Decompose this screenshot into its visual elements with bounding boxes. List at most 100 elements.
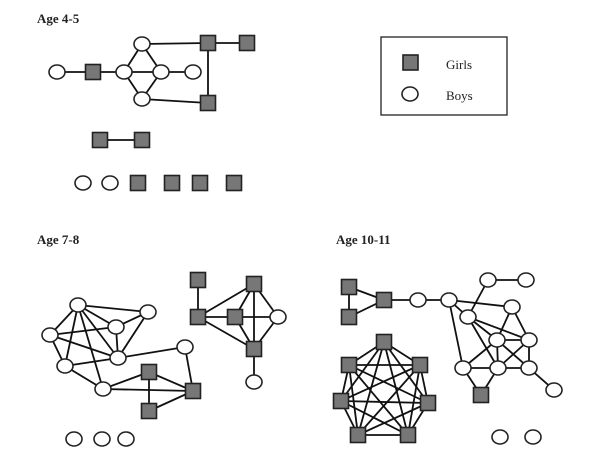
girl-node bbox=[91, 131, 109, 149]
boy-node bbox=[41, 327, 59, 343]
friendship-edge bbox=[77, 304, 149, 313]
friendship-edge bbox=[448, 299, 513, 308]
friendship-edge bbox=[348, 364, 409, 436]
friendship-edge bbox=[407, 364, 421, 436]
legend: Girls Boys bbox=[380, 36, 508, 116]
nodes-layer bbox=[41, 34, 563, 447]
panel-title-age-10-11: Age 10-11 bbox=[336, 232, 391, 247]
panel-title-age-7-8: Age 7-8 bbox=[37, 232, 80, 247]
friendship-edge bbox=[357, 402, 429, 436]
girl-node bbox=[332, 392, 350, 410]
boy-node bbox=[520, 332, 538, 348]
girl-node bbox=[163, 174, 181, 192]
girl-node bbox=[419, 394, 437, 412]
legend-boys-label: Boys bbox=[446, 88, 473, 103]
boy-node bbox=[440, 292, 458, 308]
girl-node bbox=[225, 174, 243, 192]
boy-node bbox=[65, 431, 83, 447]
boy-node bbox=[115, 64, 133, 80]
girl-node bbox=[340, 278, 358, 296]
friendship-edge bbox=[467, 316, 499, 369]
boy-node bbox=[520, 360, 538, 376]
girl-node bbox=[245, 275, 263, 293]
friendship-edge bbox=[64, 304, 79, 367]
boy-node bbox=[503, 299, 521, 315]
boy-node bbox=[101, 175, 119, 191]
girl-node bbox=[375, 291, 393, 309]
friendship-edge bbox=[77, 304, 119, 359]
boy-node bbox=[93, 431, 111, 447]
friendship-edge bbox=[197, 316, 255, 350]
friendship-edge bbox=[49, 334, 119, 359]
boy-node bbox=[176, 339, 194, 355]
boy-node bbox=[74, 175, 92, 191]
girl-node bbox=[238, 34, 256, 52]
boy-node bbox=[109, 350, 127, 366]
girl-node bbox=[129, 174, 147, 192]
boy-node bbox=[545, 382, 563, 398]
friendship-edge bbox=[383, 341, 429, 404]
girl-node bbox=[375, 333, 393, 351]
girl-node bbox=[340, 356, 358, 374]
friendship-edge bbox=[77, 304, 104, 390]
boy-node bbox=[479, 272, 497, 288]
boy-node bbox=[56, 358, 74, 374]
friendship-edge bbox=[467, 316, 530, 341]
friendship-edge bbox=[64, 357, 119, 367]
friendship-edge bbox=[141, 98, 209, 104]
boy-node bbox=[491, 429, 509, 445]
friendship-edge bbox=[141, 42, 209, 45]
boy-node bbox=[454, 360, 472, 376]
boy-node bbox=[139, 304, 157, 320]
boy-node bbox=[184, 64, 202, 80]
girl-node bbox=[189, 308, 207, 326]
friendship-edge bbox=[357, 341, 385, 436]
boy-node bbox=[107, 319, 125, 335]
friendship-edge bbox=[348, 364, 359, 436]
friendship-edge bbox=[357, 364, 421, 436]
girl-node bbox=[472, 386, 490, 404]
boy-node bbox=[133, 36, 151, 52]
boy-node bbox=[117, 431, 135, 447]
boy-node bbox=[409, 292, 427, 308]
girl-node bbox=[226, 308, 244, 326]
friendship-edge bbox=[340, 400, 409, 436]
boy-node bbox=[269, 309, 287, 325]
friendship-edge bbox=[448, 299, 464, 369]
boy-node bbox=[245, 374, 263, 390]
friendship-edge bbox=[117, 311, 149, 359]
boy-node bbox=[489, 360, 507, 376]
girl-node bbox=[199, 94, 217, 112]
girl-node bbox=[349, 426, 367, 444]
boy-node bbox=[94, 381, 112, 397]
friendship-edge bbox=[340, 400, 429, 404]
girl-node bbox=[411, 356, 429, 374]
boy-node bbox=[133, 91, 151, 107]
legend-girl-square-icon bbox=[402, 54, 419, 71]
friendship-edge bbox=[117, 346, 186, 359]
friendship-edge bbox=[197, 283, 255, 318]
friendship-edge bbox=[102, 388, 194, 392]
boy-node bbox=[69, 297, 87, 313]
girl-node bbox=[191, 174, 209, 192]
girl-node bbox=[189, 271, 207, 289]
girl-node bbox=[245, 340, 263, 358]
boy-node bbox=[488, 332, 506, 348]
legend-girls-label: Girls bbox=[446, 57, 472, 72]
boy-node bbox=[48, 64, 66, 80]
boy-node bbox=[524, 429, 542, 445]
boy-node bbox=[152, 64, 170, 80]
friendship-edge bbox=[340, 364, 421, 402]
boy-node bbox=[517, 272, 535, 288]
girl-node bbox=[340, 308, 358, 326]
friendship-edge bbox=[49, 326, 117, 336]
girl-node bbox=[184, 382, 202, 400]
girl-node bbox=[140, 363, 158, 381]
girl-node bbox=[84, 63, 102, 81]
boy-node bbox=[459, 309, 477, 325]
legend-box bbox=[380, 36, 508, 116]
girl-node bbox=[133, 131, 151, 149]
girl-node bbox=[140, 402, 158, 420]
legend-boy-circle-icon bbox=[401, 86, 419, 102]
